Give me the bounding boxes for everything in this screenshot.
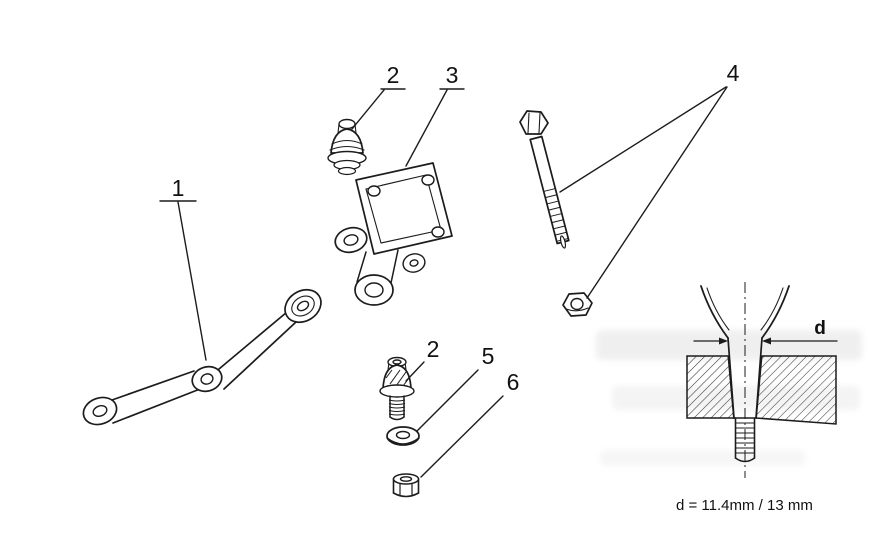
detail-caption: d = 11.4mm / 13 mm [676,497,813,514]
callout-part1-label: 1 [172,175,185,201]
arm-left-eye [82,396,118,426]
callout-part6-label: 6 [507,369,520,395]
knuckle-left-section [686,355,735,419]
bracket-ear [402,253,426,273]
callout-part4-label: 4 [727,60,740,86]
bolt-threads [544,188,568,242]
ball-stud-boot-top [327,118,367,176]
dimension-label: d [814,318,826,339]
callout-part3-label: 3 [446,62,459,88]
dim-arrow-left [719,337,728,345]
arm-upper-eye [284,288,322,324]
arm-center-boss [191,365,223,393]
callout-part2-top-label: 2 [387,62,400,88]
ball-stud-boot-bottom [379,356,415,421]
knuckle-right-section [755,355,837,425]
hex-nut-top [562,292,593,317]
mounting-bracket [334,162,453,306]
callout-part5-label: 5 [482,343,495,369]
bracket-lower-boss [354,274,394,306]
stud-threads [388,399,406,416]
tip-threads [735,422,755,454]
pitman-arm [82,288,322,426]
callouts: 1 2 3 4 2 5 6 [159,60,740,478]
hex-nut-bottom [392,473,420,498]
washer [386,426,420,446]
cross-section-detail: d d = 11.4mm / 13 mm [676,282,838,514]
callout-part2-bottom-label: 2 [427,336,440,362]
hex-bolt [519,110,570,249]
bracket-upper-boss [334,226,368,254]
dim-arrow-right [762,337,771,345]
